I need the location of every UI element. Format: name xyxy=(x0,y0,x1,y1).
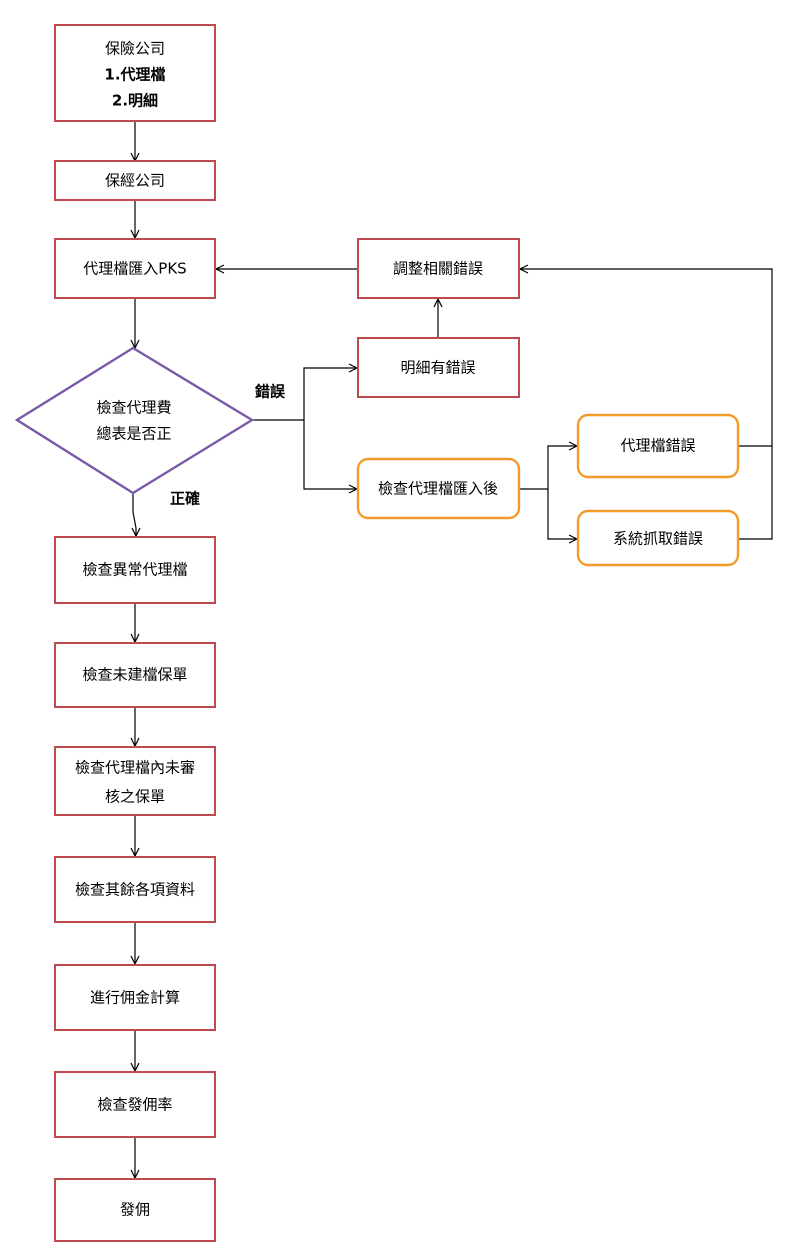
edge-label-error: 錯誤 xyxy=(255,383,286,401)
node-check-after-import-label: 檢查代理檔匯入後 xyxy=(378,480,498,498)
node-check-other-label: 檢查其餘各項資料 xyxy=(75,881,195,899)
edge-decision-abnormal xyxy=(133,493,136,536)
node-agency-file-error: 代理檔錯誤 xyxy=(576,413,740,479)
node-check-after-import: 檢查代理檔匯入後 xyxy=(356,457,521,520)
edge-to-check-after-import xyxy=(303,420,357,489)
node-check-total-line-2: 總表是否正 xyxy=(96,425,171,443)
node-insurer-line-3: 2.明細 xyxy=(112,92,158,110)
node-check-unreviewed-line-2: 核之保單 xyxy=(105,788,165,806)
connectors xyxy=(133,121,773,1178)
node-import-pks-label: 代理檔匯入PKS xyxy=(83,260,186,278)
edge-to-detail-error xyxy=(303,368,357,420)
node-check-rate: 檢查發佣率 xyxy=(54,1071,216,1138)
node-detail-error: 明細有錯誤 xyxy=(357,337,520,398)
node-system-capture-error-label: 系統抓取錯誤 xyxy=(613,530,703,548)
node-check-rate-label: 檢查發佣率 xyxy=(97,1096,172,1114)
node-calc-commission: 進行佣金計算 xyxy=(54,964,216,1031)
edge-to-agency-error xyxy=(547,446,577,489)
node-pay: 發佣 xyxy=(54,1178,216,1242)
node-check-total-line-1: 檢查代理費 xyxy=(96,399,171,417)
node-insurer: 保險公司 1.代理檔 2.明細 xyxy=(54,24,216,122)
node-check-unfiled: 檢查未建檔保單 xyxy=(54,642,216,708)
node-check-unreviewed: 檢查代理檔內未審 核之保單 xyxy=(54,746,216,816)
node-broker-label: 保經公司 xyxy=(105,172,165,190)
node-check-abnormal: 檢查異常代理檔 xyxy=(54,536,216,604)
node-agency-file-error-label: 代理檔錯誤 xyxy=(620,437,695,455)
node-adjust-errors-label: 調整相關錯誤 xyxy=(393,260,483,278)
node-broker: 保經公司 xyxy=(54,160,216,201)
node-check-total-decision: 檢查代理費 總表是否正 xyxy=(14,346,255,495)
edge-to-system-error xyxy=(547,489,577,539)
node-adjust-errors: 調整相關錯誤 xyxy=(357,238,520,299)
node-system-capture-error: 系統抓取錯誤 xyxy=(576,509,740,567)
node-check-unreviewed-line-1: 檢查代理檔內未審 xyxy=(75,759,195,777)
node-pay-label: 發佣 xyxy=(120,1201,150,1219)
node-check-other: 檢查其餘各項資料 xyxy=(54,856,216,923)
edge-label-correct: 正確 xyxy=(170,490,200,508)
node-detail-error-label: 明細有錯誤 xyxy=(400,359,475,377)
node-import-pks: 代理檔匯入PKS xyxy=(54,238,216,299)
node-check-abnormal-label: 檢查異常代理檔 xyxy=(82,561,187,579)
node-calc-commission-label: 進行佣金計算 xyxy=(90,989,180,1007)
node-check-unfiled-label: 檢查未建檔保單 xyxy=(82,666,187,684)
node-insurer-line-1: 保險公司 xyxy=(105,40,165,58)
edge-system-error-loop xyxy=(520,269,773,540)
node-insurer-line-2: 1.代理檔 xyxy=(104,66,165,84)
